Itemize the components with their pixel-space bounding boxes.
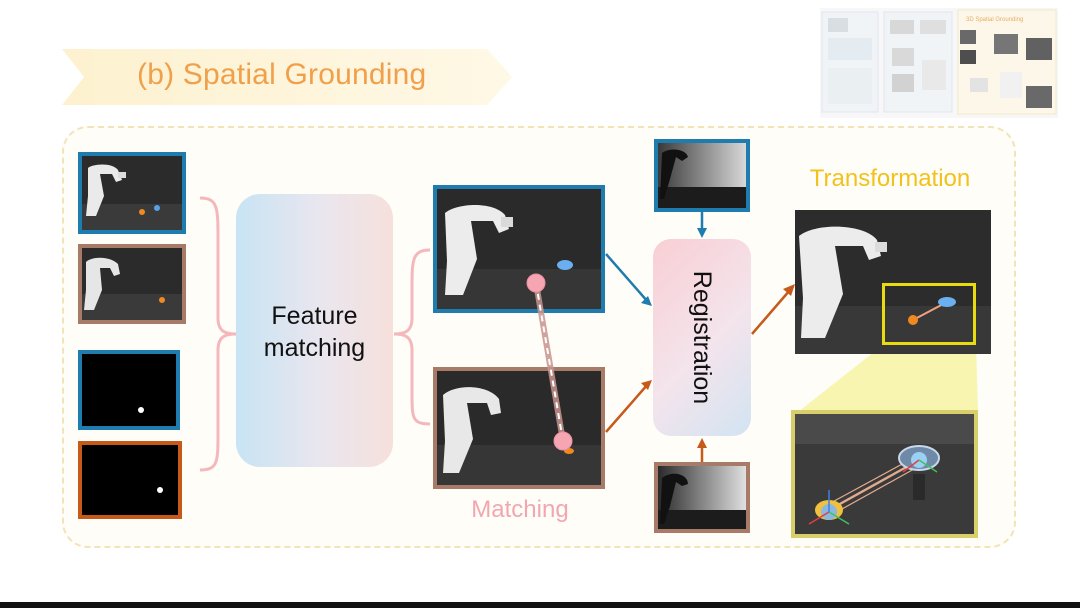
- zoom-wedge: [798, 344, 978, 412]
- mask-image-camera-1: [78, 350, 180, 430]
- zoom-region-box: [882, 283, 976, 345]
- arrow-match2-to-registration: [605, 383, 649, 433]
- right-bracket: [393, 248, 431, 426]
- registration-label: Registration: [688, 270, 717, 405]
- bottom-bar: [0, 602, 1080, 608]
- matched-image-camera-2: [433, 367, 605, 489]
- keypoint-camera-2: [553, 431, 573, 451]
- input-image-camera-2: [78, 244, 186, 324]
- zoomed-transformation-image: [791, 410, 978, 538]
- depth-image-camera-2: [654, 462, 750, 533]
- input-image-camera-1: [78, 152, 186, 234]
- mask-image-camera-2: [78, 441, 182, 519]
- page-title: (b) Spatial Grounding: [137, 58, 427, 91]
- feature-matching-block: [236, 194, 393, 467]
- matched-image-camera-1: [433, 185, 605, 313]
- arrow-registration-to-transformation: [751, 289, 791, 335]
- figure-thumbnail-preview: 3D Spatial Grounding: [820, 8, 1058, 118]
- depth-image-camera-1: [654, 139, 750, 212]
- registration-block: [653, 239, 751, 436]
- preview-label: 3D Spatial Grounding: [966, 17, 1023, 23]
- keypoint-camera-1: [526, 273, 546, 293]
- transformation-label: Transformation: [809, 165, 971, 192]
- registration-label-wrap: Registration: [653, 239, 751, 436]
- arrow-match1-to-registration: [605, 253, 649, 303]
- matching-label: Matching: [471, 496, 569, 523]
- transformation-image: [795, 210, 991, 354]
- title-banner: [62, 49, 512, 105]
